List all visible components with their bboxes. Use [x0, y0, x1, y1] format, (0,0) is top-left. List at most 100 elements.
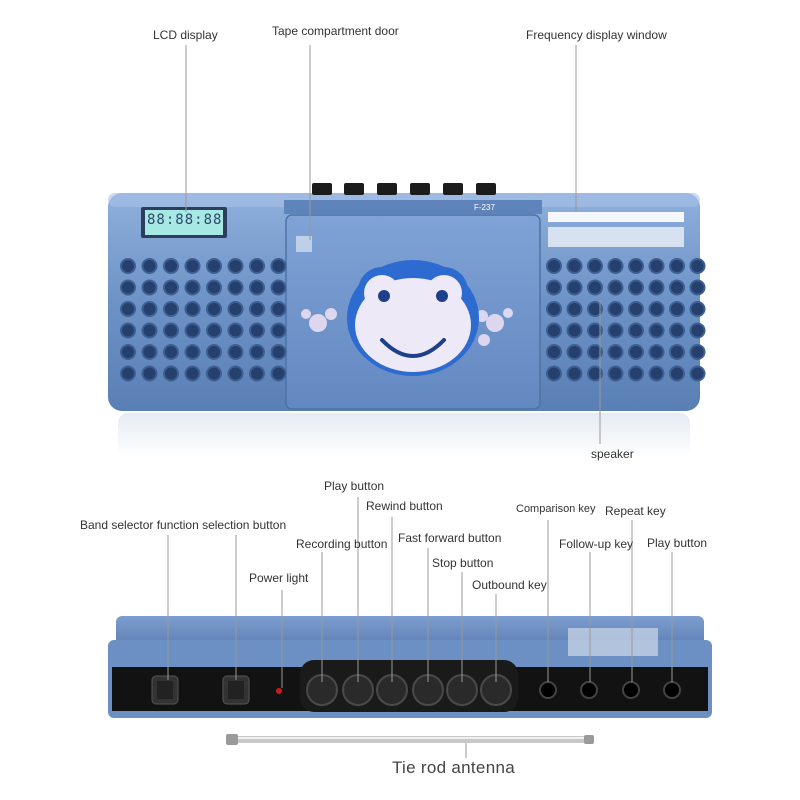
speaker-hole-inner: [609, 303, 622, 315]
label-stop-button: Stop button: [432, 556, 494, 570]
speaker-hole-inner: [272, 281, 285, 294]
speaker-hole-inner: [568, 346, 581, 358]
lcd-display: [141, 207, 227, 238]
speaker-hole-inner: [251, 346, 263, 358]
speaker-hole-inner: [568, 281, 581, 294]
speaker-hole-inner: [165, 281, 177, 294]
speaker-hole-inner: [186, 281, 199, 294]
speaker-hole-inner: [630, 260, 642, 272]
speaker-grille-left: [120, 258, 287, 382]
tie-rod-antenna: [226, 734, 594, 745]
speaker-hole-inner: [229, 260, 242, 272]
top-callout-lines: [185, 45, 601, 444]
speaker-hole-inner: [122, 260, 134, 272]
speaker-hole-inner: [122, 281, 134, 294]
speaker-hole-inner: [589, 260, 601, 272]
label-follow-up-key: Follow-up key: [559, 537, 634, 551]
lcd-time-readout: 88:88:88: [147, 212, 223, 228]
speaker-hole-inner: [548, 367, 560, 380]
speaker-hole-inner: [609, 367, 622, 380]
speaker-hole-inner: [208, 281, 220, 294]
speaker-hole-inner: [630, 281, 642, 294]
label-play-button: Play button: [324, 479, 385, 493]
speaker-hole-inner: [122, 346, 134, 358]
speaker-hole-inner: [548, 324, 560, 337]
jack-comparison: [539, 681, 557, 699]
speaker-hole-inner: [251, 367, 263, 380]
function-selector-switch: [222, 675, 250, 705]
speaker-hole-inner: [650, 367, 663, 380]
speaker-hole-inner: [165, 260, 177, 272]
speaker-hole-inner: [630, 367, 642, 380]
speaker-hole-inner: [272, 303, 285, 315]
speaker-hole-inner: [671, 260, 683, 272]
speaker-hole-inner: [650, 324, 663, 337]
label-band-selector: Band selector function selection button: [80, 518, 287, 532]
speaker-hole-inner: [186, 324, 199, 337]
speaker-hole-inner: [568, 303, 581, 315]
speaker-hole-inner: [143, 324, 156, 337]
speaker-hole-inner: [650, 346, 663, 358]
label-speaker: speaker: [591, 447, 634, 461]
band-selector-switch: [151, 675, 179, 705]
speaker-hole-inner: [650, 260, 663, 272]
speaker-hole-inner: [691, 303, 704, 315]
speaker-hole-inner: [589, 324, 601, 337]
speaker-hole-inner: [589, 367, 601, 380]
transport-buttons: [306, 674, 512, 706]
speaker-hole-inner: [186, 260, 199, 272]
speaker-hole-inner: [650, 303, 663, 315]
label-tape-door: Tape compartment door: [272, 24, 399, 38]
speaker-hole-inner: [229, 367, 242, 380]
speaker-hole-inner: [630, 303, 642, 315]
label-frequency-window: Frequency display window: [526, 28, 667, 42]
speaker-hole-inner: [671, 303, 683, 315]
speaker-hole-inner: [548, 346, 560, 358]
speaker-hole-inner: [671, 324, 683, 337]
speaker-hole-inner: [691, 281, 704, 294]
top-keys: [312, 183, 496, 195]
speaker-hole-inner: [568, 324, 581, 337]
label-fast-forward-button: Fast forward button: [398, 531, 502, 545]
speaker-hole-inner: [568, 367, 581, 380]
speaker-hole-inner: [165, 346, 177, 358]
speaker-hole-inner: [251, 303, 263, 315]
speaker-hole-inner: [186, 303, 199, 315]
speaker-hole-inner: [671, 346, 683, 358]
speaker-hole-inner: [650, 281, 663, 294]
speaker-hole-inner: [143, 281, 156, 294]
speaker-hole-inner: [122, 303, 134, 315]
speaker-hole-inner: [589, 346, 601, 358]
model-number: F-237: [474, 203, 495, 212]
speaker-hole-inner: [122, 324, 134, 337]
label-play-button-2: Play button: [647, 536, 708, 550]
speaker-hole-inner: [229, 281, 242, 294]
side-panel: [108, 616, 712, 718]
speaker-hole-inner: [186, 367, 199, 380]
speaker-hole-inner: [143, 260, 156, 272]
speaker-hole-inner: [609, 346, 622, 358]
speaker-hole-inner: [251, 281, 263, 294]
speaker-hole-inner: [208, 346, 220, 358]
jack-repeat: [622, 681, 640, 699]
speaker-hole-inner: [548, 303, 560, 315]
speaker-hole-inner: [165, 367, 177, 380]
speaker-hole-inner: [589, 303, 601, 315]
speaker-hole-inner: [691, 367, 704, 380]
frequency-display-window: [548, 212, 684, 247]
label-power-light: Power light: [249, 571, 309, 585]
speaker-hole-inner: [229, 346, 242, 358]
speaker-hole-inner: [630, 324, 642, 337]
speaker-hole-inner: [251, 260, 263, 272]
speaker-hole-inner: [609, 324, 622, 337]
speaker-hole-inner: [630, 346, 642, 358]
frog-face: [347, 260, 479, 376]
speaker-hole-inner: [272, 260, 285, 272]
speaker-hole-inner: [609, 260, 622, 272]
speaker-hole-inner: [272, 324, 285, 337]
speaker-hole-inner: [609, 281, 622, 294]
label-rewind-button: Rewind button: [366, 499, 443, 513]
speaker-hole-inner: [568, 260, 581, 272]
speaker-hole-inner: [691, 324, 704, 337]
